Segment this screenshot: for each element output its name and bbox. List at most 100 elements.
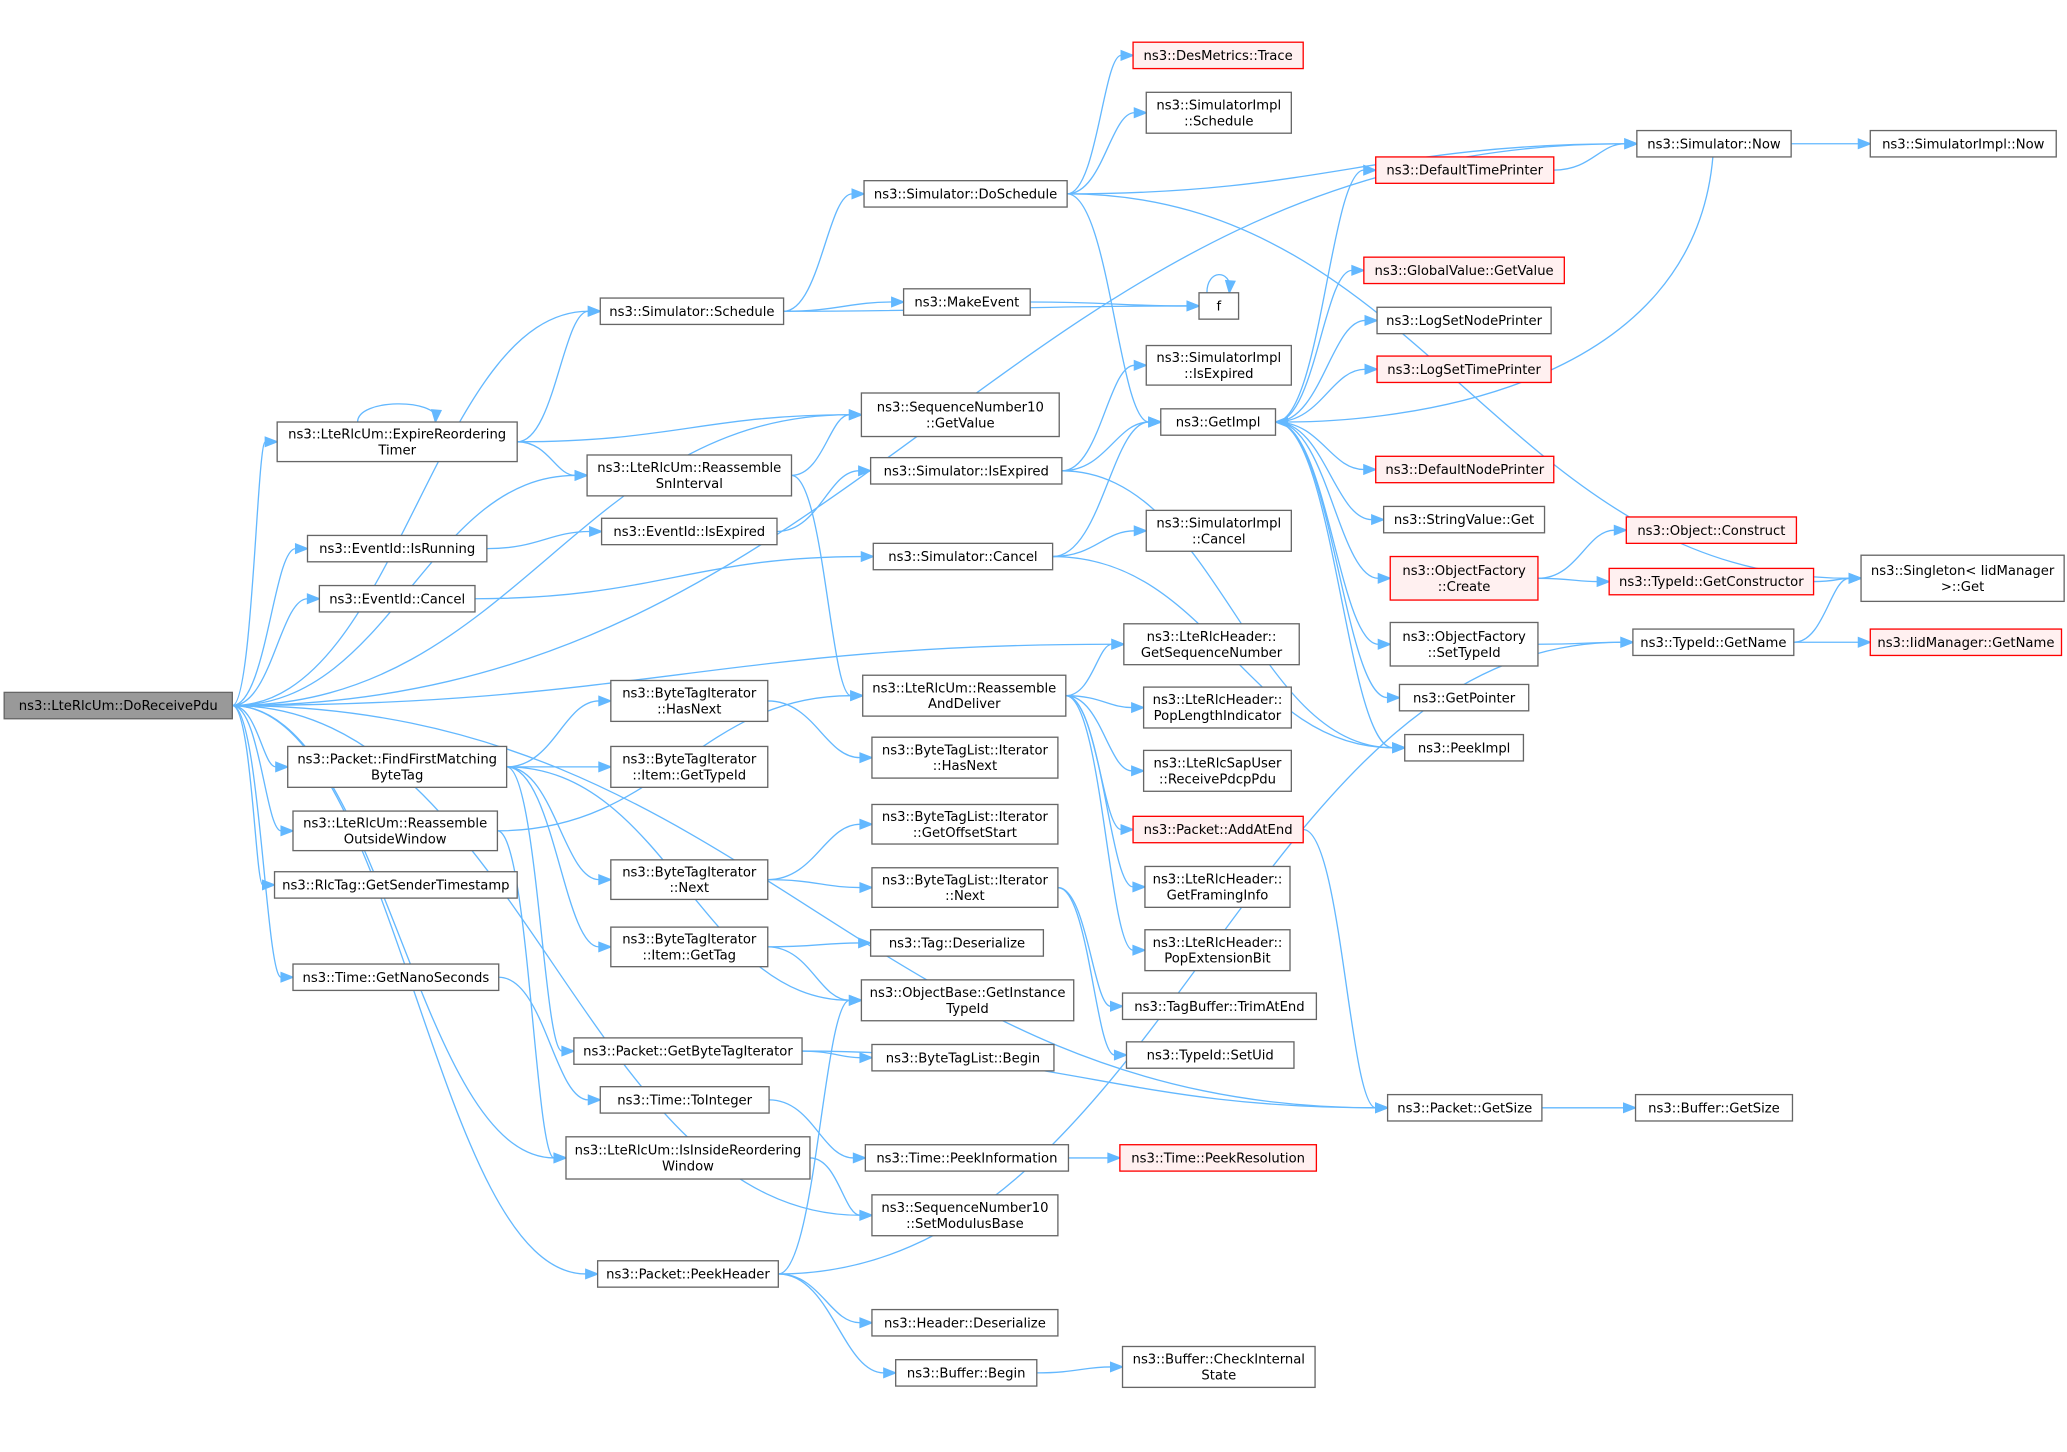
node-box [1144, 865, 1291, 908]
node-box [610, 926, 769, 968]
function-node[interactable]: ns3::Simulator::IsExpired [869, 456, 1063, 485]
function-node[interactable]: ns3::ByteTagIterator::Item::GetTypeId [610, 745, 769, 788]
node-label: ns3::Buffer::CheckInternal [1133, 1353, 1305, 1368]
node-label: ns3::LteRlcUm::Reassemble [597, 461, 781, 476]
node-label: ByteTag [371, 768, 423, 783]
function-node[interactable]: ns3::DefaultTimePrinter [1375, 156, 1555, 184]
edge-n47-to-n49 [767, 878, 874, 894]
function-node[interactable]: ns3::Header::Deserialize [871, 1308, 1059, 1337]
function-node[interactable]: ns3::DesMetrics::Trace [1132, 41, 1304, 70]
node-box [864, 1144, 1070, 1172]
edge-n25-to-n25 [1206, 274, 1236, 295]
function-node[interactable]: ns3::Time::PeekResolution [1119, 1144, 1318, 1172]
node-box [1142, 686, 1292, 729]
node-label: ns3::Simulator::IsExpired [884, 464, 1049, 479]
function-node[interactable]: f [1198, 292, 1240, 320]
function-node[interactable]: ns3::LogSetNodePrinter [1376, 306, 1552, 335]
node-label: ns3::ByteTagIterator [622, 687, 757, 702]
function-node[interactable]: ns3::EventId::IsExpired [600, 517, 778, 546]
edge-root-to-n1 [231, 436, 279, 707]
node-box [306, 534, 488, 563]
function-node[interactable]: ns3::MakeEvent [902, 288, 1031, 316]
function-node[interactable]: ns3::ByteTagList::Iterator::Next [871, 867, 1059, 908]
function-node[interactable]: ns3::TagBuffer::TrimAtEnd [1121, 992, 1318, 1021]
function-node[interactable]: ns3::Time::PeekInformation [864, 1144, 1070, 1172]
function-node[interactable]: ns3::RlcTag::GetSenderTimestamp [273, 871, 518, 899]
edge-n3-to-n5 [1067, 107, 1149, 195]
function-node[interactable]: ns3::SimulatorImpl::Cancel [1145, 509, 1292, 552]
function-node[interactable]: ns3::ByteTagList::Begin [871, 1043, 1055, 1072]
node-label: OutsideWindow [344, 832, 447, 847]
function-node[interactable]: ns3::ByteTagIterator::Next [610, 859, 769, 901]
function-node[interactable]: ns3::Packet::GetByteTagIterator [573, 1037, 803, 1065]
function-node[interactable]: ns3::Packet::GetSize [1386, 1093, 1543, 1122]
node-label: ns3::DefaultNodePrinter [1385, 463, 1544, 478]
root-function-node[interactable]: ns3::LteRlcUm::DoReceivePdu [3, 691, 233, 720]
function-node[interactable]: ns3::IidManager::GetName [1869, 628, 2063, 657]
function-node[interactable]: ns3::ByteTagIterator::HasNext [610, 679, 769, 723]
function-node[interactable]: ns3::SimulatorImpl::IsExpired [1145, 344, 1292, 386]
function-node[interactable]: ns3::Tag::Deserialize [869, 929, 1045, 957]
function-node[interactable]: ns3::EventId::IsRunning [306, 534, 488, 563]
function-node[interactable]: ns3::Time::GetNanoSeconds [292, 963, 500, 992]
function-node[interactable]: ns3::Simulator::Schedule [599, 297, 785, 326]
node-label: >::Get [1941, 580, 1984, 595]
function-node[interactable]: ns3::SimulatorImpl::Schedule [1145, 91, 1292, 134]
edge-n68-to-n69 [1036, 1361, 1125, 1374]
function-node[interactable]: ns3::ByteTagIterator::Item::GetTag [610, 926, 769, 968]
node-label: ns3::LteRlcHeader:: [1153, 936, 1283, 951]
function-node[interactable]: ns3::ByteTagList::Iterator::HasNext [871, 736, 1059, 779]
function-node[interactable]: ns3::EventId::Cancel [318, 584, 476, 613]
function-node[interactable]: ns3::LteRlcSapUser::ReceivePdcpPdu [1142, 749, 1292, 792]
function-node[interactable]: ns3::Simulator::Now [1636, 129, 1792, 158]
node-box [1125, 1041, 1295, 1069]
function-node[interactable]: ns3::LteRlcHeader::GetSequenceNumber [1123, 623, 1300, 666]
node-label: ns3::LteRlcHeader:: [1153, 693, 1283, 708]
function-node[interactable]: ns3::SequenceNumber10::SetModulusBase [871, 1194, 1059, 1237]
node-label: ns3::TagBuffer::TrimAtEnd [1134, 1000, 1304, 1015]
node-box [1382, 505, 1546, 534]
function-node[interactable]: ns3::GetImpl [1160, 408, 1277, 436]
function-node[interactable]: ns3::GlobalValue::GetValue [1363, 256, 1565, 285]
function-node[interactable]: ns3::LteRlcHeader::GetFramingInfo [1144, 865, 1291, 908]
function-node[interactable]: ns3::Object::Construct [1625, 516, 1798, 545]
function-node[interactable]: ns3::DefaultNodePrinter [1375, 455, 1555, 484]
edge-root-to-n42 [232, 704, 290, 773]
function-node[interactable]: ns3::Packet::AddAtEnd [1132, 815, 1304, 844]
function-node[interactable]: ns3::Simulator::DoSchedule [863, 180, 1068, 208]
function-node[interactable]: ns3::TypeId::GetConstructor [1608, 567, 1815, 596]
function-node[interactable]: ns3::LteRlcHeader::PopExtensionBit [1144, 929, 1291, 972]
function-node[interactable]: ns3::Simulator::Cancel [872, 542, 1054, 571]
node-box [1389, 555, 1539, 601]
function-node[interactable]: ns3::Buffer::GetSize [1634, 1093, 1794, 1122]
node-box [1389, 621, 1539, 667]
function-node[interactable]: ns3::GetPointer [1398, 683, 1530, 712]
function-node[interactable]: ns3::StringValue::Get [1382, 505, 1546, 534]
function-node[interactable]: ns3::PeekImpl [1404, 733, 1525, 762]
function-node[interactable]: ns3::ByteTagList::Iterator::GetOffsetSta… [871, 803, 1059, 845]
function-node[interactable]: ns3::LteRlcHeader::PopLengthIndicator [1142, 686, 1292, 729]
function-node[interactable]: ns3::TypeId::SetUid [1125, 1041, 1295, 1069]
node-label: ns3::Simulator::Schedule [609, 305, 774, 320]
function-node[interactable]: ns3::ObjectFactory::SetTypeId [1389, 621, 1539, 667]
function-node[interactable]: ns3::Time::ToInteger [599, 1086, 770, 1114]
function-node[interactable]: ns3::Buffer::Begin [895, 1359, 1038, 1387]
function-node[interactable]: ns3::Singleton< IidManager >::Get [1860, 554, 2065, 603]
function-node[interactable]: ns3::SequenceNumber10::GetValue [860, 392, 1060, 438]
function-node[interactable]: ns3::Packet::PeekHeader [596, 1260, 779, 1288]
node-label: ns3::PeekImpl [1418, 741, 1511, 756]
function-node[interactable]: ns3::ObjectFactory::Create [1389, 555, 1539, 601]
node-label: ns3::TypeId::SetUid [1147, 1049, 1274, 1064]
function-node[interactable]: ns3::SimulatorImpl::Now [1869, 129, 2057, 158]
function-node[interactable]: ns3::TypeId::GetName [1632, 628, 1795, 657]
function-node[interactable]: ns3::LogSetTimePrinter [1376, 355, 1552, 384]
node-label: ns3::MakeEvent [914, 296, 1019, 311]
